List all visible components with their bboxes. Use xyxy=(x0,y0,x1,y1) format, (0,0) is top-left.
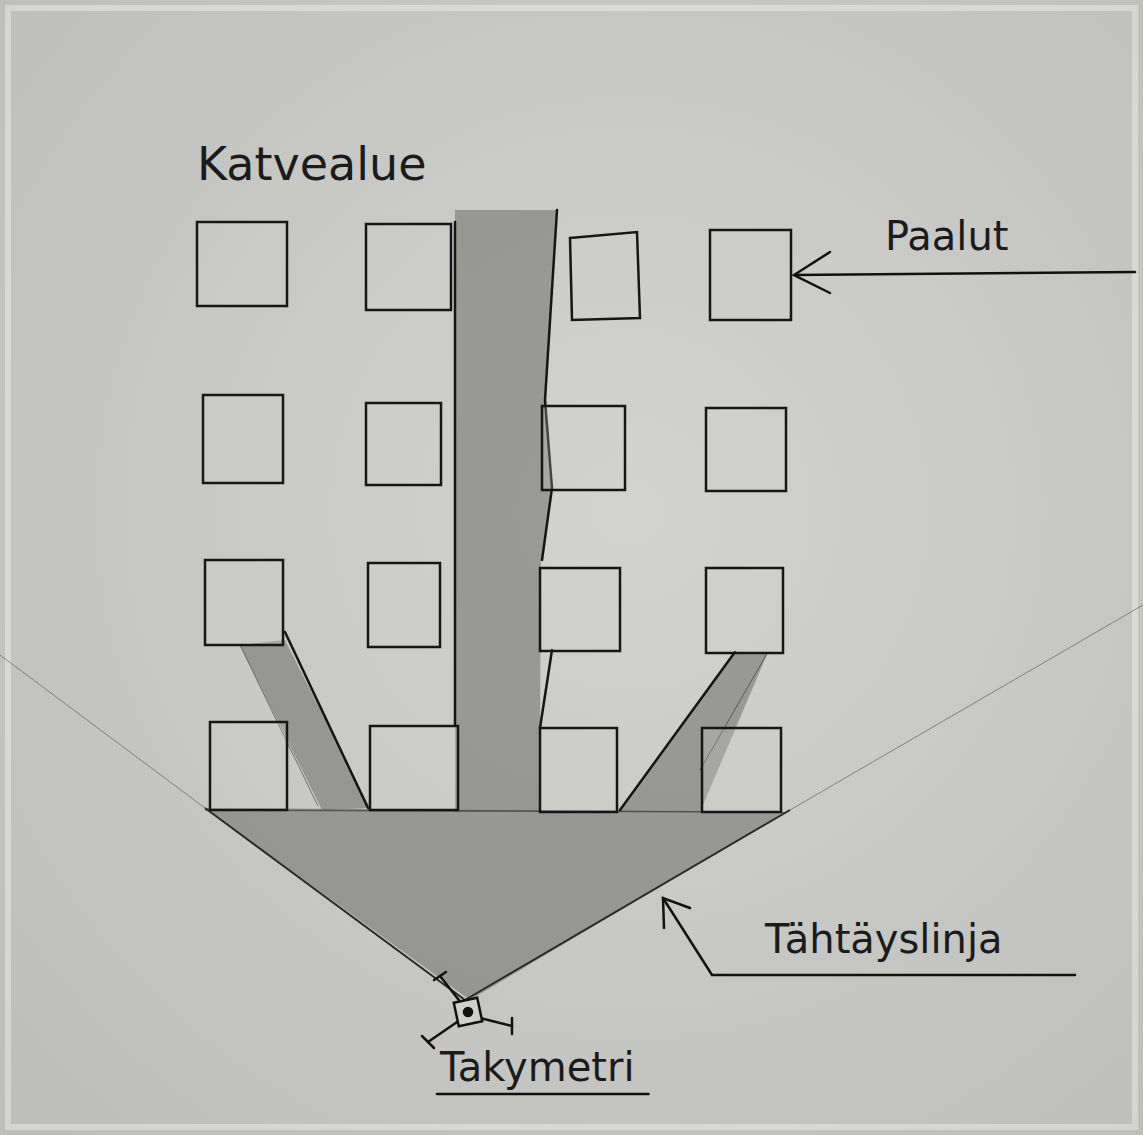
underline xyxy=(437,1093,649,1096)
pile-square xyxy=(366,224,451,310)
pile-square xyxy=(542,406,625,490)
pile-square xyxy=(205,560,283,645)
pile-square xyxy=(570,232,640,320)
part-label: Paalut xyxy=(885,213,1009,259)
line-label: Tähtäyslinja xyxy=(765,916,1003,962)
blind-area-triangle xyxy=(205,808,785,1000)
tripod-leg xyxy=(440,976,462,1004)
blind-area xyxy=(205,210,785,1000)
shadow-edge xyxy=(205,810,785,812)
sight-line-extension xyxy=(790,605,1143,810)
sight-line xyxy=(205,808,465,1000)
sight-lines xyxy=(0,605,1143,1000)
sight-line xyxy=(465,810,790,1000)
pile-square xyxy=(710,230,791,320)
leader-line xyxy=(795,272,1135,275)
instrument-center xyxy=(464,1008,472,1016)
shadow-edge xyxy=(542,210,557,560)
pile-square xyxy=(540,568,620,651)
arrowhead xyxy=(794,252,830,293)
pile-square xyxy=(540,728,617,812)
blind-area-corridor xyxy=(455,210,557,812)
pile-square xyxy=(706,568,783,653)
pile-square xyxy=(368,563,440,647)
paper-edge xyxy=(8,8,1135,1127)
pile-square xyxy=(203,395,283,483)
tripod-foot xyxy=(422,1036,434,1048)
pile-square xyxy=(370,726,458,810)
pile-square xyxy=(366,403,441,485)
arrowhead xyxy=(663,898,690,928)
area-label: Katvealue xyxy=(197,138,427,191)
sight-line-leader xyxy=(663,898,1075,975)
shadow-edge xyxy=(540,650,552,728)
pile-square xyxy=(702,728,781,812)
pile-square xyxy=(197,222,287,306)
tripod-leg xyxy=(428,1020,460,1042)
leader-line xyxy=(663,898,1075,975)
tripod-leg xyxy=(480,1018,512,1026)
shadow-edges xyxy=(240,210,768,810)
pile-square xyxy=(210,722,287,810)
sight-line-extension xyxy=(0,655,205,808)
tripod-foot xyxy=(511,1018,514,1034)
piles xyxy=(197,222,791,812)
shadow-edge xyxy=(454,222,457,724)
tripod-foot xyxy=(434,972,446,980)
pile-square xyxy=(706,408,786,491)
tachymeter-symbol xyxy=(422,972,512,1048)
instrument-body xyxy=(454,998,482,1026)
shadow-edge xyxy=(285,632,368,808)
instrument-label: Takymetri xyxy=(440,1044,635,1090)
